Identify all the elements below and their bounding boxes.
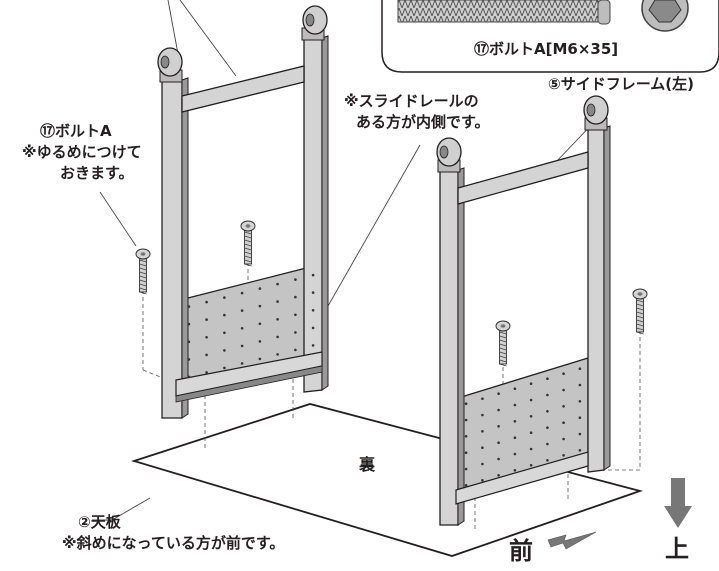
- left-frame-post-1: [161, 79, 183, 419]
- right-panel-holes: [464, 367, 582, 487]
- loose-note-line2: おきます。: [60, 164, 134, 182]
- inset-bolt-label: ⑰ボルトA[M6×35]: [474, 40, 619, 58]
- back-side-label: 裏: [359, 455, 376, 474]
- bolt-neck-closeup: [597, 0, 611, 25]
- front-arrow-icon: [547, 531, 597, 550]
- slide-rail-note-line2: ある方が内側です。: [356, 113, 490, 131]
- hex-socket-icon: [648, 0, 682, 23]
- right-side-frame: [436, 95, 611, 526]
- slanted-front-note: ※斜めになっている方が前です。: [62, 534, 285, 552]
- bolt-a: [135, 248, 151, 295]
- right-frame-post-2: [587, 127, 605, 473]
- left-frame-top-bar: [181, 65, 305, 113]
- front-direction-label: 前: [509, 537, 533, 565]
- bolt-a-label: ⑰ボルトA: [40, 122, 112, 140]
- loose-bolts: [135, 220, 648, 367]
- bolt-a: [495, 320, 511, 367]
- bolt-thread-closeup: [397, 0, 599, 23]
- right-caster-1: [436, 137, 462, 173]
- bolt-inset-box: [381, 0, 719, 73]
- right-frame-post-1: [439, 169, 459, 526]
- loose-note-line1: ※ゆるめにつけて: [22, 143, 142, 161]
- left-panel-holes: [187, 273, 315, 379]
- side-frame-label: ⑤サイドフレーム(左): [548, 75, 694, 93]
- left-caster-2: [301, 5, 328, 41]
- left-side-frame: [157, 5, 329, 419]
- top-board-label: ②天板: [78, 513, 121, 531]
- bolt-a: [632, 288, 648, 335]
- right-frame-top-bar: [457, 151, 589, 205]
- tabletop-board: [130, 403, 644, 557]
- up-direction-label: 上: [665, 535, 689, 563]
- right-caster-2: [583, 95, 609, 131]
- right-slide-rail: [455, 451, 589, 505]
- down-arrow-icon: [664, 478, 692, 528]
- left-caster-1: [157, 47, 183, 83]
- slide-rail-note-line1: ※スライドレールの: [344, 92, 479, 110]
- bolt-a: [240, 220, 256, 267]
- left-frame-post-2: [303, 37, 323, 393]
